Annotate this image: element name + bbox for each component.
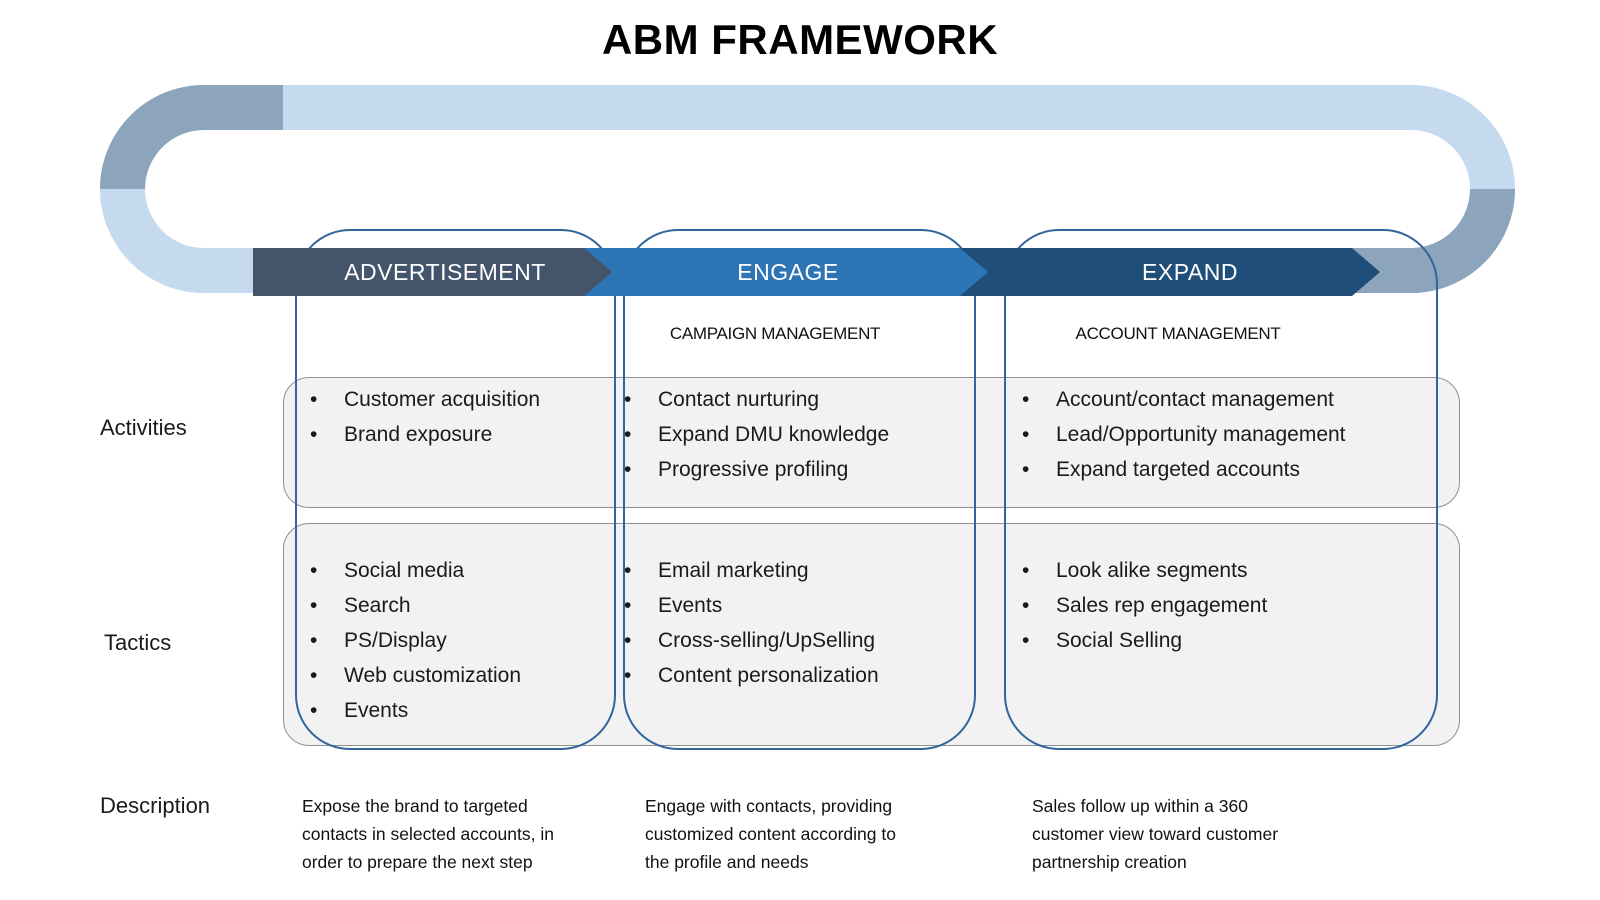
loop-band-dark-top-left bbox=[100, 85, 283, 190]
activities-list-engage: Contact nurturing Expand DMU knowledge P… bbox=[622, 382, 978, 487]
activities-list-advertisement: Customer acquisition Brand exposure bbox=[308, 382, 608, 452]
column-outline-engage bbox=[623, 229, 976, 750]
activities-list-expand: Account/contact management Lead/Opportun… bbox=[1020, 382, 1452, 487]
bullet-item: Content personalization bbox=[622, 658, 978, 693]
description-expand: Sales follow up within a 360 customer vi… bbox=[1032, 796, 1279, 872]
stage-banner-engage: ENGAGE bbox=[556, 248, 988, 296]
bullet-item: Look alike segments bbox=[1020, 553, 1452, 588]
bullet-item: Social Selling bbox=[1020, 623, 1452, 658]
row-label-activities: Activities bbox=[100, 415, 187, 440]
description-advertisement: Expose the brand to targeted contacts in… bbox=[302, 796, 554, 872]
bullet-item: Events bbox=[622, 588, 978, 623]
bullet-item: Web customization bbox=[308, 658, 608, 693]
bullet-item: Search bbox=[308, 588, 608, 623]
bullet-item: Events bbox=[308, 693, 608, 728]
tactics-list-engage: Email marketing Events Cross-selling/UpS… bbox=[622, 553, 978, 693]
bullet-item: Expand DMU knowledge bbox=[622, 417, 978, 452]
stage-banner-advertisement: ADVERTISEMENT bbox=[253, 248, 612, 296]
subtitle-account-management: ACCOUNT MANAGEMENT bbox=[1075, 324, 1281, 343]
bullet-item: Sales rep engagement bbox=[1020, 588, 1452, 623]
tactics-list-advertisement: Social media Search PS/Display Web custo… bbox=[308, 553, 608, 728]
bullet-item: Progressive profiling bbox=[622, 452, 978, 487]
bullet-item: Brand exposure bbox=[308, 417, 608, 452]
bullet-item: Email marketing bbox=[622, 553, 978, 588]
bullet-item: PS/Display bbox=[308, 623, 608, 658]
subtitle-campaign-management: CAMPAIGN MANAGEMENT bbox=[669, 324, 881, 343]
page-title: ABM FRAMEWORK bbox=[601, 16, 999, 63]
column-outline-expand bbox=[1004, 229, 1438, 750]
stage-banner-expand: EXPAND bbox=[952, 248, 1380, 296]
row-label-description: Description bbox=[100, 793, 211, 818]
bullet-item: Contact nurturing bbox=[622, 382, 978, 417]
row-label-tactics: Tactics bbox=[104, 630, 172, 655]
bullet-item: Customer acquisition bbox=[308, 382, 608, 417]
bullet-item: Account/contact management bbox=[1020, 382, 1452, 417]
tactics-list-expand: Look alike segments Sales rep engagement… bbox=[1020, 553, 1452, 658]
column-outline-advertisement bbox=[295, 229, 616, 750]
bullet-item: Lead/Opportunity management bbox=[1020, 417, 1452, 452]
bullet-item: Cross-selling/UpSelling bbox=[622, 623, 978, 658]
bullet-item: Expand targeted accounts bbox=[1020, 452, 1452, 487]
description-engage: Engage with contacts, providing customiz… bbox=[645, 796, 896, 872]
bullet-item: Social media bbox=[308, 553, 608, 588]
